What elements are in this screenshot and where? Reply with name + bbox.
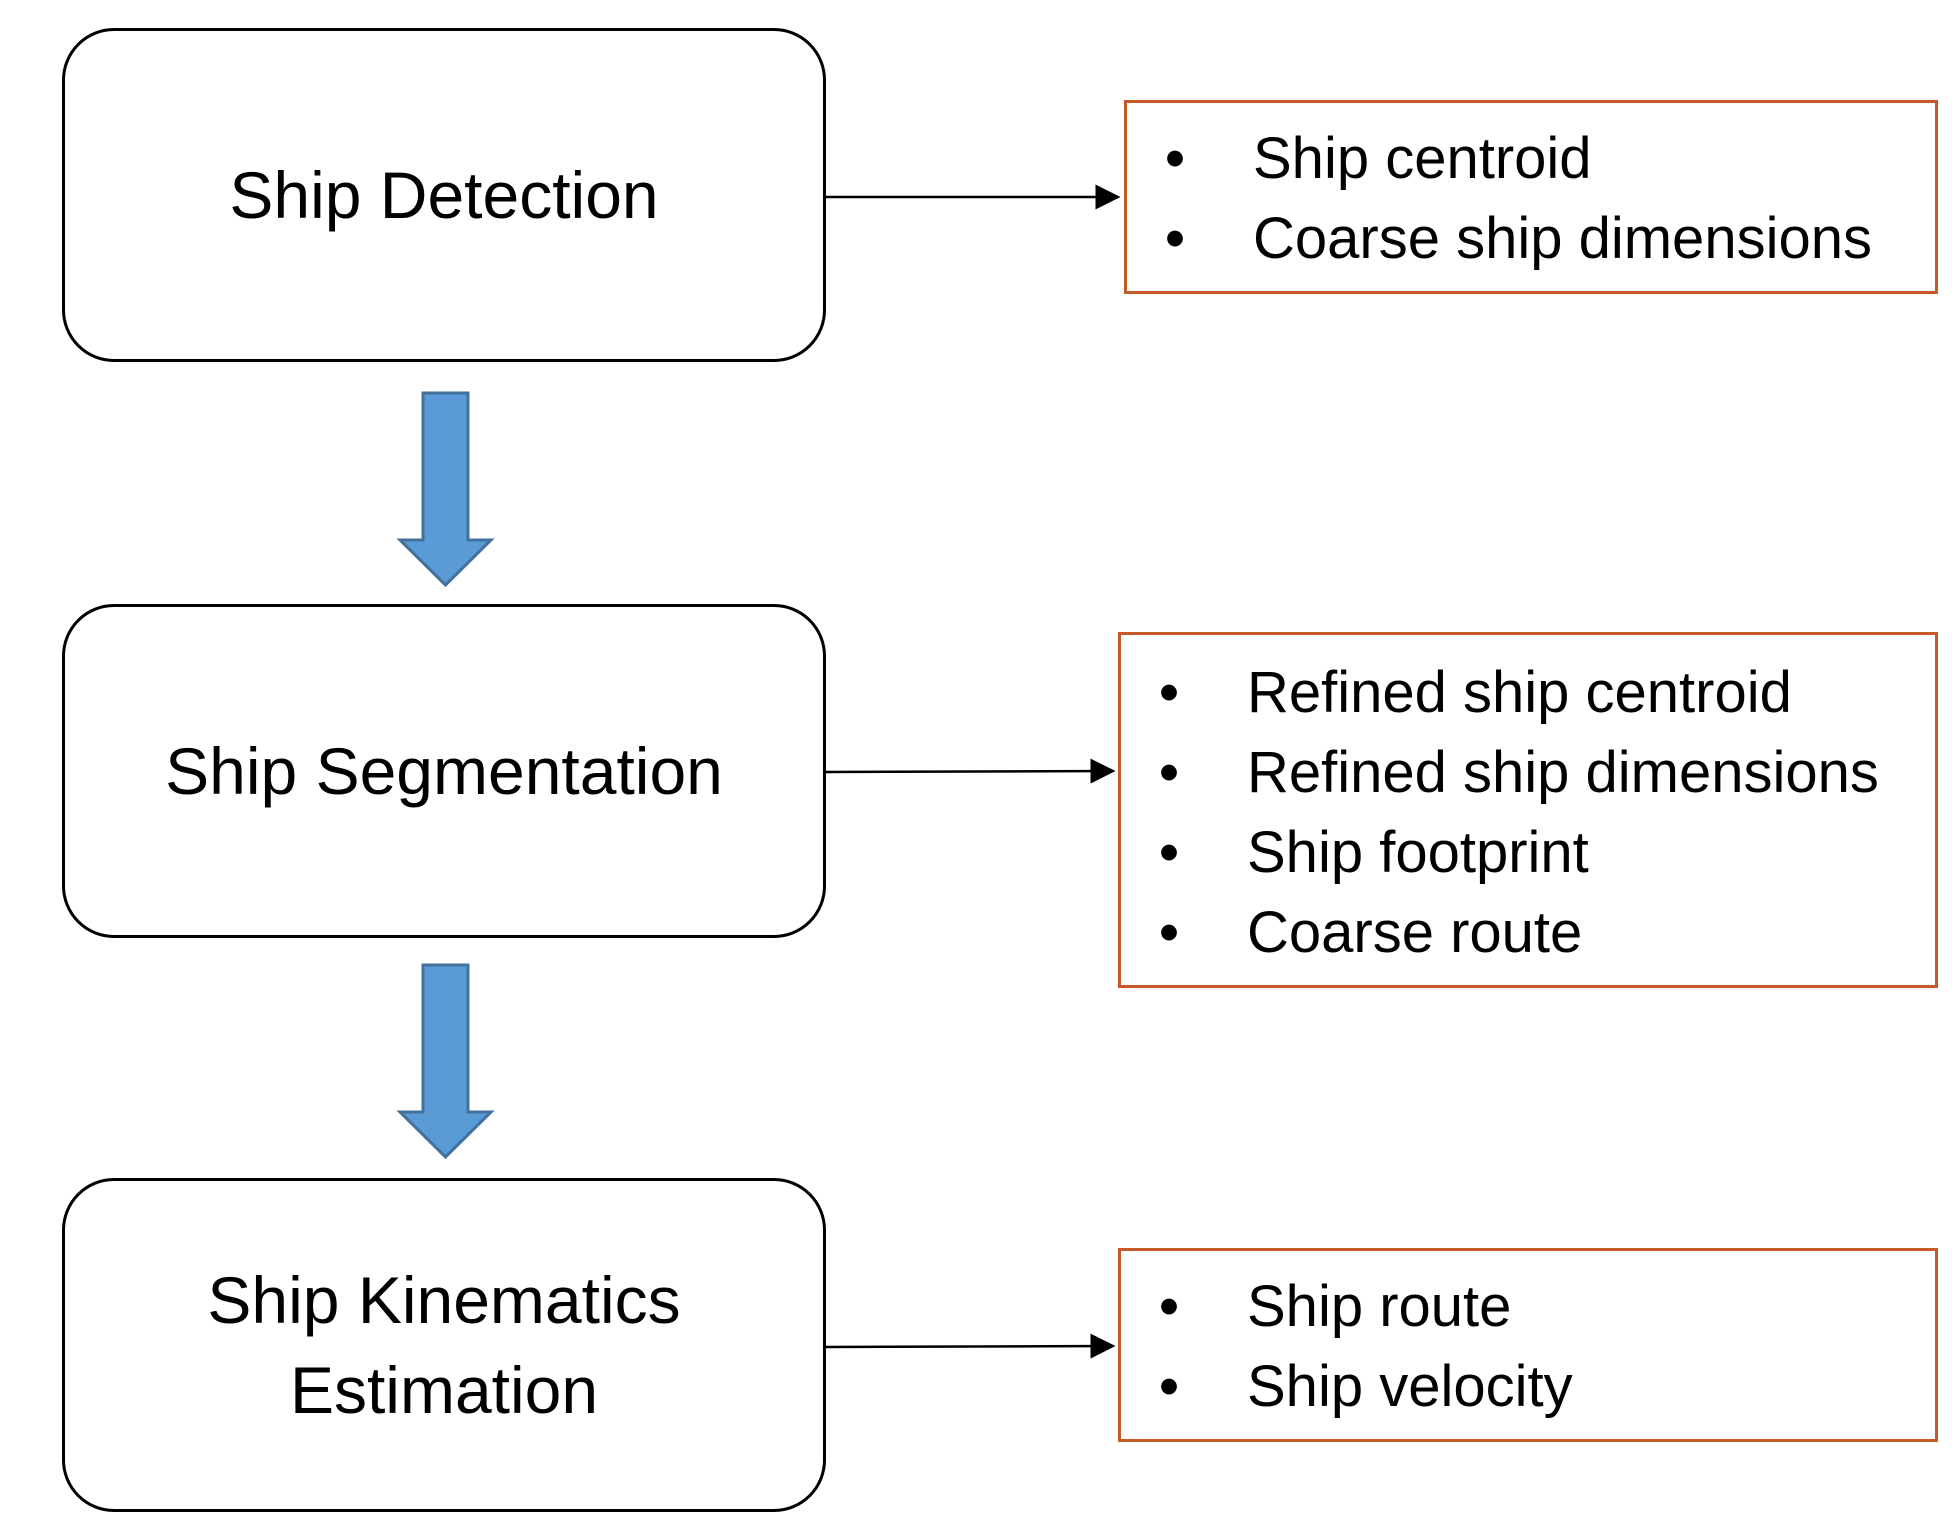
flow-arrow-down-1 <box>396 391 495 588</box>
bullet: • <box>1164 206 1186 271</box>
output-item: • Ship route <box>1121 1267 1935 1347</box>
output-text: Coarse ship dimensions <box>1253 206 1872 271</box>
bullet: • <box>1158 660 1180 725</box>
output-box-segmentation: • Refined ship centroid • Refined ship d… <box>1118 632 1938 988</box>
output-text: Coarse route <box>1247 900 1583 965</box>
process-label: Ship Kinematics Estimation <box>207 1263 681 1427</box>
output-list: • Ship centroid • Coarse ship dimensions <box>1127 119 1935 279</box>
output-item: • Refined ship dimensions <box>1121 733 1935 813</box>
output-item: • Ship centroid <box>1127 119 1935 199</box>
output-text: Refined ship dimensions <box>1247 740 1879 805</box>
output-item: • Ship footprint <box>1121 813 1935 893</box>
bullet: • <box>1164 126 1186 191</box>
bullet: • <box>1158 740 1180 805</box>
process-label: Ship Detection <box>229 158 659 232</box>
output-text: Ship footprint <box>1247 820 1589 885</box>
output-item: • Coarse route <box>1121 893 1935 973</box>
bullet: • <box>1158 900 1180 965</box>
process-box-ship-detection: Ship Detection <box>62 28 826 362</box>
connector-arrow-segmentation <box>825 758 1116 784</box>
connector-arrow-kinematics <box>825 1333 1116 1359</box>
output-text: Ship velocity <box>1247 1354 1573 1419</box>
output-text: Refined ship centroid <box>1247 660 1792 725</box>
output-box-detection: • Ship centroid • Coarse ship dimensions <box>1124 100 1938 294</box>
bullet: • <box>1158 1354 1180 1419</box>
process-label: Ship Segmentation <box>165 734 723 808</box>
bullet: • <box>1158 820 1180 885</box>
output-box-kinematics: • Ship route • Ship velocity <box>1118 1248 1938 1442</box>
process-box-ship-segmentation: Ship Segmentation <box>62 604 826 938</box>
output-text: Ship route <box>1247 1274 1512 1339</box>
output-list: • Ship route • Ship velocity <box>1121 1267 1935 1427</box>
flow-arrow-down-2 <box>396 963 495 1160</box>
bullet: • <box>1158 1274 1180 1339</box>
output-item: • Refined ship centroid <box>1121 653 1935 733</box>
output-item: • Coarse ship dimensions <box>1127 199 1935 279</box>
process-box-ship-kinematics: Ship Kinematics Estimation <box>62 1178 826 1512</box>
output-item: • Ship velocity <box>1121 1347 1935 1427</box>
output-list: • Refined ship centroid • Refined ship d… <box>1121 653 1935 973</box>
output-text: Ship centroid <box>1253 126 1592 191</box>
